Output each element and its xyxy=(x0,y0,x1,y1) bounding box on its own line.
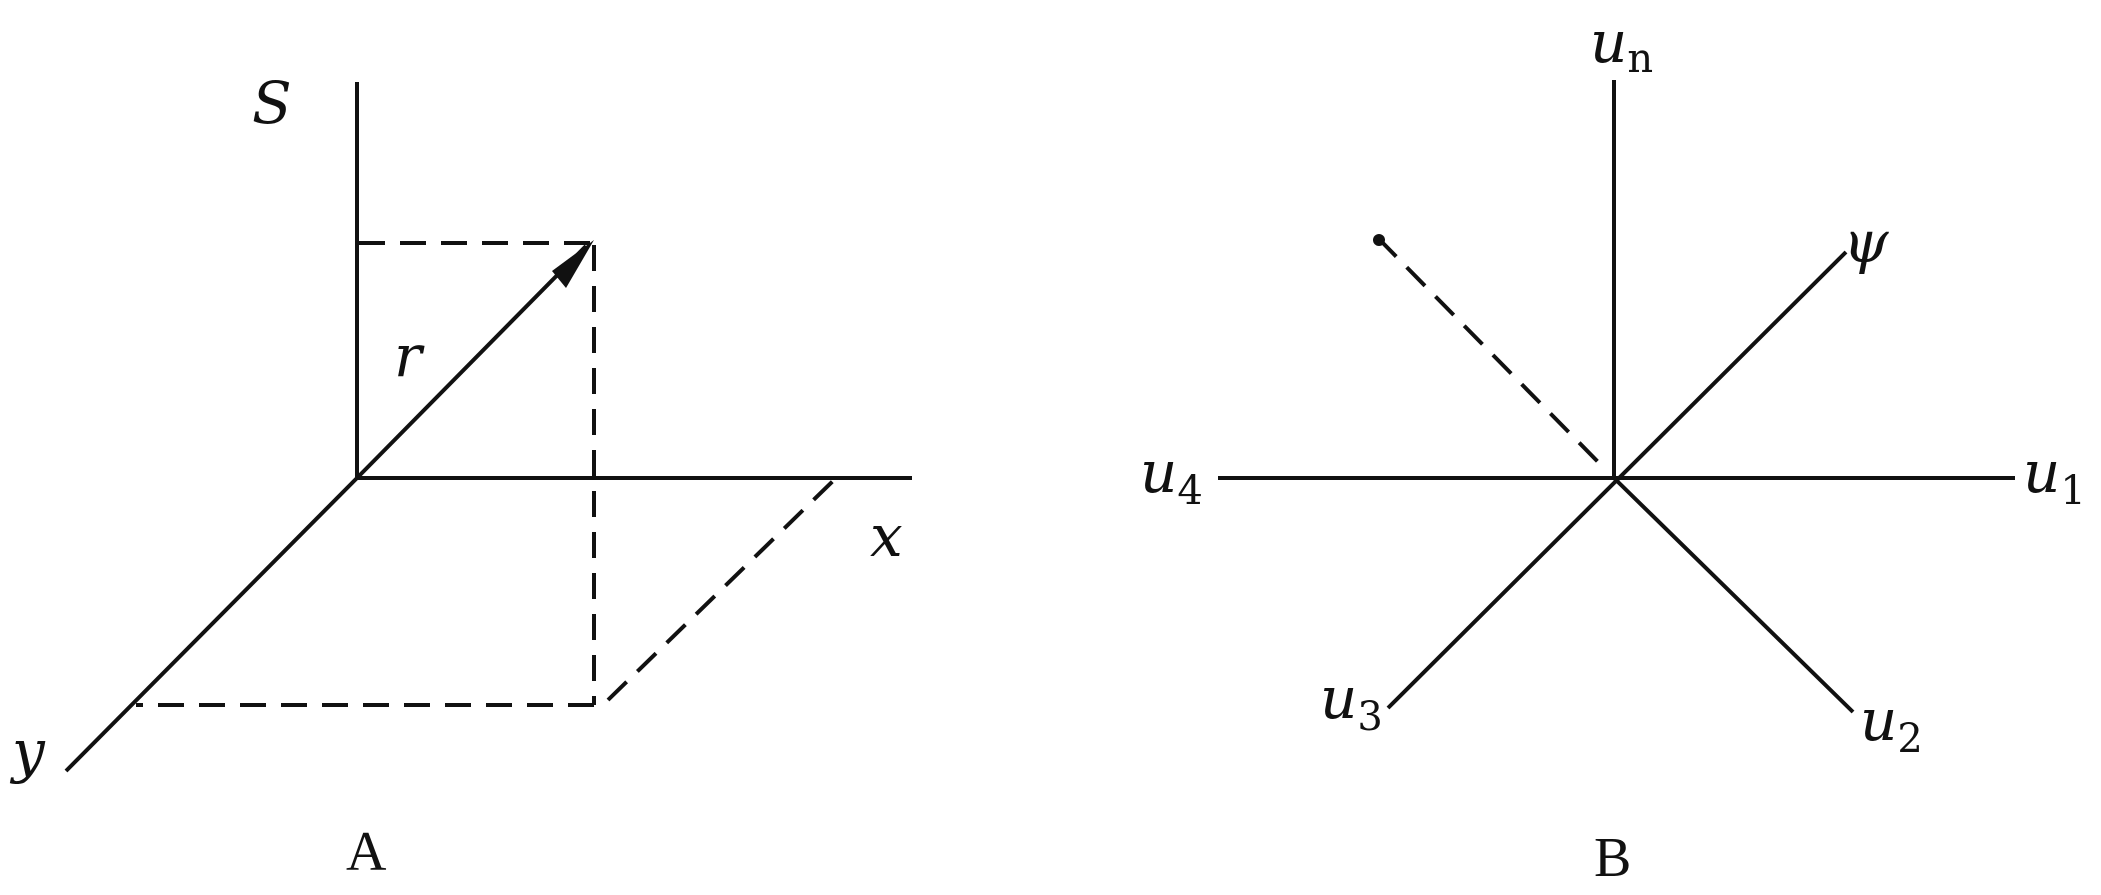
label-un: un xyxy=(1590,8,1653,82)
dashed-vector-tip xyxy=(1373,234,1385,246)
vector-r xyxy=(355,244,588,480)
label-u1: u1 xyxy=(2023,438,2086,514)
label-u3: u3 xyxy=(1320,664,1383,740)
label-s: S xyxy=(252,69,292,137)
label-x: x xyxy=(870,502,903,570)
vector-r-arrowhead xyxy=(552,240,594,288)
y-axis xyxy=(64,476,359,773)
dashed-vector xyxy=(1376,236,1606,470)
label-u2: u2 xyxy=(1860,686,1923,762)
panel-a: S r x y A xyxy=(9,69,912,883)
label-u4: u4 xyxy=(1140,438,1203,514)
panel-b: un u4 u1 u3 u2 ψ B xyxy=(1140,8,2086,889)
projection-diagonal xyxy=(606,476,838,702)
caption-a: A xyxy=(346,821,387,883)
caption-b: B xyxy=(1594,827,1631,889)
label-psi: ψ xyxy=(1843,208,1889,276)
label-r: r xyxy=(394,322,425,390)
u2-axis xyxy=(1612,476,1855,714)
label-y: y xyxy=(9,717,46,785)
